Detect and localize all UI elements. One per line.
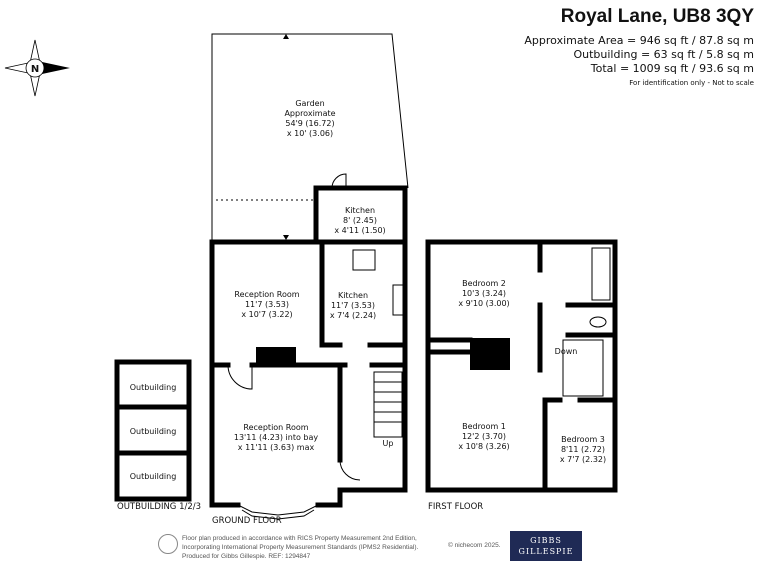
reception-room-1-dim-2: x 10'7 (3.22) xyxy=(241,310,292,319)
outbuilding-floor-label: OUTBUILDING 1/2/3 xyxy=(117,502,201,512)
logo-line-1: GIBBS xyxy=(530,536,562,545)
bedroom-1-dim-2: x 10'8 (3.26) xyxy=(458,442,509,451)
bedroom-3-label: Bedroom 3 xyxy=(561,435,605,444)
bedroom-2-dim-1: 10'3 (3.24) xyxy=(462,289,506,298)
reception-room-2-dim-1: 13'11 (4.23) into bay xyxy=(234,433,319,442)
kitchen-label: Kitchen xyxy=(338,291,368,300)
bedroom-1-dim-1: 12'2 (3.70) xyxy=(462,432,506,441)
property-title: Royal Lane, UB8 3QY xyxy=(560,6,754,27)
reception-room-2-dim-2: x 11'11 (3.63) max xyxy=(238,443,315,452)
footer-line-1: Floor plan produced in accordance with R… xyxy=(182,535,417,542)
reception-room-2-label: Reception Room xyxy=(243,423,308,432)
bedroom-3-dim-1: 8'11 (2.72) xyxy=(561,445,605,454)
garden-label-sub: Approximate xyxy=(284,109,335,118)
first-floor-plan: Bedroom 2 10'3 (3.24) x 9'10 (3.00) Bedr… xyxy=(425,239,618,493)
outbuilding-1-label: Outbuilding xyxy=(130,383,177,392)
kitchen-small-label: Kitchen xyxy=(345,206,375,215)
total-area: Total = 1009 sq ft / 93.6 sq m xyxy=(590,62,754,75)
bedroom-2-label: Bedroom 2 xyxy=(462,279,506,288)
kitchen-small-dim-2: x 4'11 (1.50) xyxy=(334,226,385,235)
reception-room-1-dim-1: 11'7 (3.53) xyxy=(245,300,289,309)
kitchen-small-dim-1: 8' (2.45) xyxy=(343,216,377,225)
bedroom-1-label: Bedroom 1 xyxy=(462,422,506,431)
gibbs-gillespie-logo: GIBBS GILLESPIE xyxy=(510,531,582,561)
ground-floor-label: GROUND FLOOR xyxy=(212,516,282,526)
person-icon xyxy=(158,534,178,554)
kitchen-dim-2: x 7'4 (2.24) xyxy=(330,311,376,320)
reception-room-1-label: Reception Room xyxy=(234,290,299,299)
garden-label: Garden xyxy=(295,99,324,108)
compass-icon: N xyxy=(4,39,70,97)
footer-line-2: Incorporating International Property Mea… xyxy=(182,544,419,551)
ground-floor-plan: Kitchen 8' (2.45) x 4'11 (1.50) Receptio… xyxy=(209,173,408,520)
stairs-down-label: Down xyxy=(555,347,578,356)
outbuilding-3-label: Outbuilding xyxy=(130,472,177,481)
scale-note: For identification only - Not to scale xyxy=(629,79,754,87)
bedroom-2-dim-2: x 9'10 (3.00) xyxy=(458,299,509,308)
logo-line-2: GILLESPIE xyxy=(518,547,574,556)
outbuilding-2-label: Outbuilding xyxy=(130,427,177,436)
approximate-area: Approximate Area = 946 sq ft / 87.8 sq m xyxy=(524,34,754,47)
footer-line-3: Produced for Gibbs Gillespie. REF: 12948… xyxy=(182,553,311,560)
outbuilding-area: Outbuilding = 63 sq ft / 5.8 sq m xyxy=(573,48,754,61)
footer-disclaimer: Floor plan produced in accordance with R… xyxy=(182,534,418,561)
compass-north-label: N xyxy=(31,64,39,75)
outbuildings-plan: Outbuilding Outbuilding Outbuilding xyxy=(114,359,192,502)
garden-area: Garden Approximate 54'9 (16.72) x 10' (3… xyxy=(211,33,409,240)
garden-dim-2: x 10' (3.06) xyxy=(287,129,333,138)
kitchen-dim-1: 11'7 (3.53) xyxy=(331,301,375,310)
first-floor-label: FIRST FLOOR xyxy=(428,502,483,512)
stairs-up-label: Up xyxy=(383,439,394,448)
bedroom-3-dim-2: x 7'7 (2.32) xyxy=(560,455,606,464)
copyright: © nichecom 2025. xyxy=(448,542,501,549)
garden-dim-1: 54'9 (16.72) xyxy=(285,119,334,128)
